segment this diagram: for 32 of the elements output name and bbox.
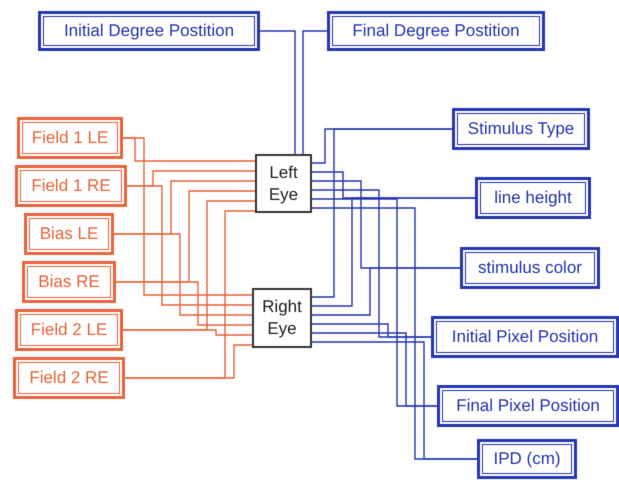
wire xyxy=(312,323,431,338)
wire xyxy=(260,30,296,154)
wire xyxy=(302,30,327,154)
control-label: Bias RE xyxy=(27,266,111,298)
wire xyxy=(312,332,437,407)
control-label: Initial Degree Postition xyxy=(43,16,255,46)
block-label: Right Eye xyxy=(261,296,303,340)
wire xyxy=(125,344,252,379)
subvi-block xyxy=(252,288,312,348)
wire xyxy=(114,233,252,316)
wire xyxy=(312,197,475,307)
control-label: Final Degree Postition xyxy=(332,16,540,46)
wire xyxy=(123,329,252,336)
wire xyxy=(116,281,252,326)
control-label: Field 2 LE xyxy=(20,314,118,346)
control-label: Field 1 RE xyxy=(20,170,122,202)
control-label: Field 2 RE xyxy=(18,362,120,394)
wire xyxy=(123,137,252,296)
wire xyxy=(127,185,252,306)
control-label: line height xyxy=(480,182,586,214)
wire xyxy=(312,267,460,316)
subvi-block xyxy=(255,154,312,213)
control-label: IPD (cm) xyxy=(482,444,572,474)
control-label: stimulus color xyxy=(465,252,595,284)
control-label: Stimulus Type xyxy=(457,113,585,145)
wire xyxy=(312,341,477,460)
control-label: Bias LE xyxy=(29,218,109,250)
control-label: Initial Pixel Position xyxy=(436,321,614,353)
wire xyxy=(312,128,452,298)
control-label: Final Pixel Position xyxy=(442,390,614,422)
control-label: Field 1 LE xyxy=(22,122,118,154)
block-label: Left Eye xyxy=(268,162,300,206)
